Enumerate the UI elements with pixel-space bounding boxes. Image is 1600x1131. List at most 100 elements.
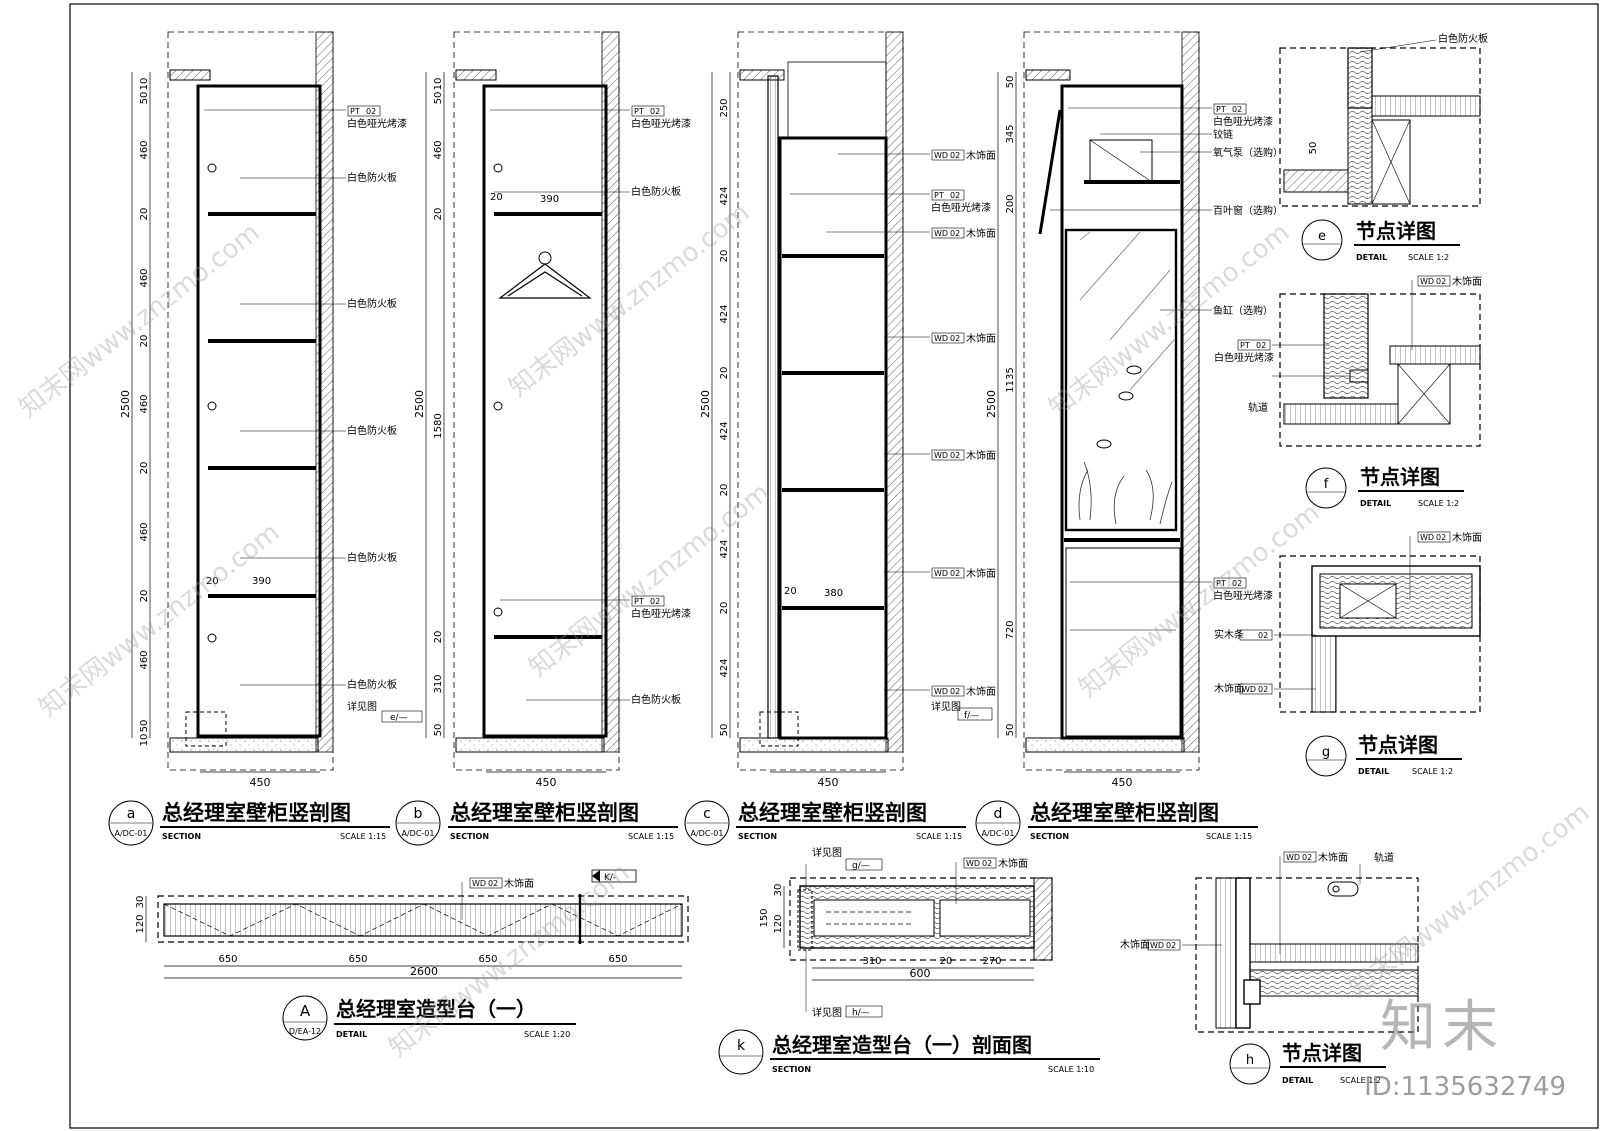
detail-bubble: [1301, 219, 1343, 261]
dim-text: 50: [1005, 76, 1016, 89]
section-bubble: [108, 800, 154, 846]
dim-text: 50: [139, 720, 150, 733]
tag-number: 02: [950, 451, 960, 460]
material-tag: [347, 105, 381, 117]
dim-text: 460: [139, 140, 150, 159]
tag-code: PT: [934, 191, 944, 200]
dim-text: 460: [433, 140, 444, 159]
dim-text: 20: [433, 631, 444, 644]
section-d: 50 345 200 1135 720 50 2500 PT 02 白色哑光烤漆…: [975, 31, 1283, 846]
material-label: 白色防火板: [347, 424, 397, 437]
dim-text: 30: [773, 884, 784, 897]
inner-compartment: [939, 899, 1031, 937]
detail-scale: SCALE 1:2: [1408, 253, 1449, 262]
inner-dim: 390: [540, 194, 559, 205]
dim-text: 50: [433, 92, 444, 105]
detail-scale: SCALE 1:20: [524, 1030, 570, 1039]
material-tag: [931, 332, 965, 344]
hardware-label: 铰链: [1213, 128, 1233, 141]
tag-code: WD: [1420, 533, 1434, 542]
material-tag: [1417, 275, 1451, 287]
platform-section: 310 20 270 600 30 150 120 详见图 g/— WD 02 …: [718, 846, 1100, 1075]
timber-block: [1397, 363, 1451, 425]
section-cut-label: K/-: [604, 873, 616, 883]
material-tag: [1417, 531, 1451, 543]
tag-code: WD: [934, 229, 948, 238]
tag-code: WD: [472, 879, 486, 888]
tag-number: 02: [1232, 579, 1242, 588]
dim-text: 10: [433, 78, 444, 91]
wood-panel: [1347, 47, 1373, 109]
dim-total: 600: [910, 967, 931, 980]
dim-text: 460: [139, 394, 150, 413]
tag-number: 02: [488, 879, 498, 888]
width-dim: 450: [536, 776, 557, 789]
dim-text: 20: [719, 250, 730, 263]
dim-text: 20: [719, 484, 730, 497]
detail-sub: DETAIL: [1360, 499, 1391, 508]
sheet-border: [69, 3, 1599, 1129]
wood-board: [1249, 943, 1419, 963]
dim-text: 650: [348, 954, 367, 965]
material-tag: [931, 567, 965, 579]
shelf-pin-icon: [207, 163, 217, 173]
dim-text: 50: [719, 724, 730, 737]
equipment-label: 百叶窗（选购）: [1213, 204, 1283, 217]
section-sub: SECTION: [162, 832, 201, 841]
section-ref: A/DC-01: [402, 829, 435, 838]
dim-text: 50: [1005, 724, 1016, 737]
dim-text: 50: [1308, 142, 1319, 155]
material-label: 木饰面: [1120, 938, 1150, 951]
dim-text: 460: [139, 650, 150, 669]
tag-number: 02: [1436, 533, 1446, 542]
section-sub: SECTION: [738, 832, 777, 841]
material-label: 实木条: [1214, 628, 1244, 641]
section-bubble: [395, 800, 441, 846]
detail-ref-box: [845, 1005, 883, 1018]
dim-text: 424: [719, 304, 730, 323]
floor-slab: [169, 737, 319, 753]
edge-detail: [1243, 979, 1261, 1005]
section-ref: A/DC-01: [982, 829, 1015, 838]
dim-text: 20: [139, 335, 150, 348]
tag-number: 02: [1256, 341, 1266, 350]
tag-code: WD: [934, 334, 948, 343]
section-a: 10 50 460 20 460 20 460 20 460 20 460 50…: [108, 31, 423, 846]
tag-number: 02: [950, 229, 960, 238]
inner-dim: 20: [490, 192, 503, 203]
section-c: 250 424 20 424 20 424 20 424 20 424 50 2…: [684, 31, 996, 846]
detail-g: WD 02 木饰面 实木条 02 木饰面 WD 02 g 节点详图 DETAIL…: [1214, 531, 1482, 777]
detail-callout-box: [185, 711, 227, 747]
detail-title: 节点详图: [1282, 1041, 1362, 1065]
material-tag: [1239, 629, 1273, 641]
tag-number: 02: [650, 107, 660, 116]
wood-panel: [1215, 877, 1237, 1029]
section-ref: A/DC-01: [691, 829, 724, 838]
tag-number: 02: [1258, 631, 1268, 640]
tag-number: 02: [950, 334, 960, 343]
wall-hatch: [885, 31, 904, 753]
see-detail: 详见图: [931, 700, 961, 713]
fish-tank: [1064, 228, 1178, 532]
material-label: 轨道: [1374, 851, 1394, 864]
detail-letter: f: [1324, 477, 1329, 492]
grain-direction: [163, 903, 683, 937]
shelf-pin-icon: [207, 633, 217, 643]
rail-icon: [1327, 881, 1359, 897]
material-label: 白色防火板: [1438, 32, 1488, 45]
louver-door: [1038, 109, 1062, 235]
tag-code: WD: [934, 151, 948, 160]
dim-text: 424: [719, 539, 730, 558]
detail-ref: e/—: [390, 713, 408, 723]
material-label: 白色哑光烤漆: [1213, 115, 1273, 128]
material-label: 木饰面: [504, 877, 534, 890]
material-tag: [1283, 851, 1317, 863]
tag-number: 02: [1258, 685, 1268, 694]
detail-frame: [1279, 555, 1481, 713]
aquatic-plant-icon: [1078, 461, 1173, 525]
upper-box: [787, 61, 887, 139]
section-letter: b: [414, 806, 423, 822]
dim-text: 1580: [433, 413, 444, 438]
material-label: 白色哑光烤漆: [347, 117, 407, 130]
dim-total: 2500: [985, 390, 998, 418]
